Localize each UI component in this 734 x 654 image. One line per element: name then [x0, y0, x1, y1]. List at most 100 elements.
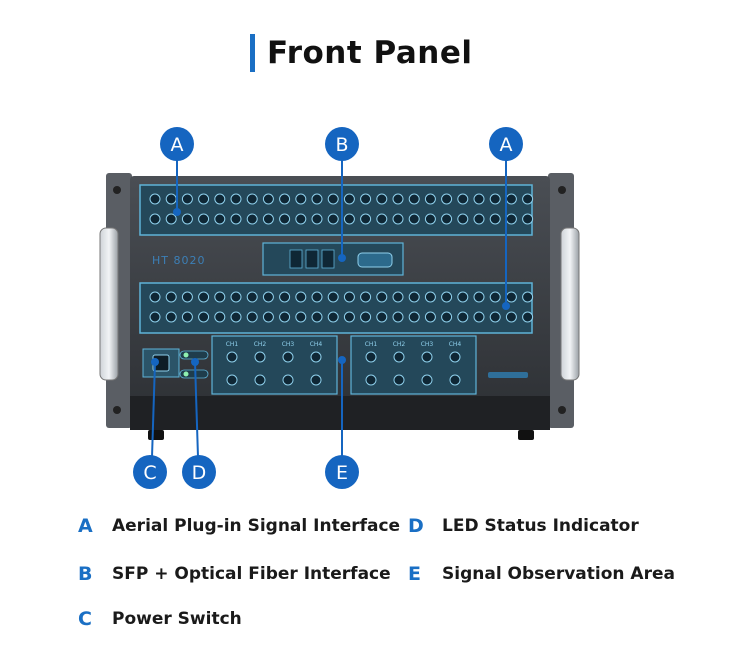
bnc-connector — [149, 193, 161, 205]
legend-text: Power Switch — [112, 609, 242, 629]
bnc-connector — [230, 291, 242, 303]
sfp-port — [321, 249, 335, 269]
bnc-connector — [254, 351, 266, 363]
svg-text:E: E — [336, 462, 348, 484]
bnc-connector — [392, 213, 404, 225]
bnc-connector — [149, 213, 161, 225]
bnc-connector — [246, 311, 258, 323]
callout-c: C — [133, 455, 167, 489]
bnc-connector — [441, 193, 453, 205]
bnc-connector — [505, 291, 517, 303]
bnc-connector — [214, 311, 226, 323]
bnc-connector — [310, 374, 322, 386]
callout-a-right: A — [489, 127, 523, 161]
callout-a-left: A — [160, 127, 194, 161]
bnc-connector — [441, 213, 453, 225]
bnc-connector — [473, 193, 485, 205]
foot-left — [148, 430, 164, 440]
bnc-connector — [343, 291, 355, 303]
bnc-connector — [376, 213, 388, 225]
bnc-connector — [327, 311, 339, 323]
bnc-connector — [214, 213, 226, 225]
legend-letter: C — [78, 608, 92, 630]
bnc-connector — [327, 291, 339, 303]
foot-right — [518, 430, 534, 440]
led-indicator — [183, 352, 189, 358]
bnc-connector — [165, 291, 177, 303]
bnc-connector — [311, 193, 323, 205]
bnc-connector — [424, 213, 436, 225]
bnc-connector — [165, 213, 177, 225]
bnc-connector — [392, 311, 404, 323]
channel-label: CH1 — [226, 341, 239, 348]
svg-text:A: A — [171, 134, 184, 156]
svg-text:D: D — [192, 462, 207, 484]
bnc-connector — [262, 311, 274, 323]
bnc-connector — [279, 213, 291, 225]
device-model-label: HT 8020 — [152, 254, 205, 267]
bnc-connector — [360, 193, 372, 205]
bnc-connector — [376, 193, 388, 205]
connector-grid-top — [149, 193, 534, 225]
bnc-connector — [295, 213, 307, 225]
bnc-connector — [473, 311, 485, 323]
bnc-connector — [505, 311, 517, 323]
bnc-connector — [473, 291, 485, 303]
bnc-connector — [489, 311, 501, 323]
svg-text:C: C — [143, 462, 156, 484]
bnc-connector — [149, 311, 161, 323]
channel-label: CH2 — [393, 341, 406, 348]
bnc-connector — [376, 291, 388, 303]
connector-panel-bottom — [139, 282, 533, 334]
callout-b: B — [325, 127, 359, 161]
bnc-connector — [522, 213, 534, 225]
bnc-connector — [489, 213, 501, 225]
bnc-connector — [376, 311, 388, 323]
bnc-connector — [246, 193, 258, 205]
bnc-connector — [522, 291, 534, 303]
bnc-connector — [198, 291, 210, 303]
bnc-connector — [295, 311, 307, 323]
bnc-connector — [311, 291, 323, 303]
power-switch-panel — [142, 348, 180, 378]
legend-item-b: B SFP + Optical Fiber Interface — [78, 563, 391, 585]
bnc-connector — [230, 193, 242, 205]
bnc-connector — [282, 351, 294, 363]
bnc-connector — [421, 351, 433, 363]
bnc-connector — [505, 193, 517, 205]
bnc-connector — [457, 213, 469, 225]
bnc-connector — [262, 193, 274, 205]
bnc-connector — [311, 311, 323, 323]
bnc-connector — [421, 374, 433, 386]
title-accent-bar — [250, 34, 255, 72]
bnc-connector — [424, 193, 436, 205]
bnc-connector — [457, 291, 469, 303]
bnc-connector — [393, 374, 405, 386]
fiber-connector — [357, 252, 393, 268]
brand-mark — [488, 372, 528, 378]
handle-right — [560, 227, 580, 381]
bnc-connector — [457, 193, 469, 205]
legend-letter: B — [78, 563, 93, 585]
callout-lines — [151, 160, 507, 458]
bnc-connector — [343, 193, 355, 205]
legend-item-d: D LED Status Indicator — [408, 515, 639, 537]
page-title: Front Panel — [267, 35, 473, 71]
svg-text:B: B — [335, 134, 348, 156]
connector-panel-top — [139, 184, 533, 236]
legend-text: Signal Observation Area — [442, 564, 675, 584]
bnc-connector — [365, 351, 377, 363]
bnc-connector — [408, 193, 420, 205]
bnc-connector — [408, 291, 420, 303]
bnc-connector — [165, 193, 177, 205]
bnc-connector — [393, 351, 405, 363]
led-indicator — [183, 371, 189, 377]
legend-text: SFP + Optical Fiber Interface — [112, 564, 391, 584]
bnc-connector — [310, 351, 322, 363]
bnc-connector — [198, 311, 210, 323]
bnc-connector — [360, 291, 372, 303]
bnc-connector — [295, 291, 307, 303]
bnc-connector — [457, 311, 469, 323]
bnc-connector — [262, 291, 274, 303]
